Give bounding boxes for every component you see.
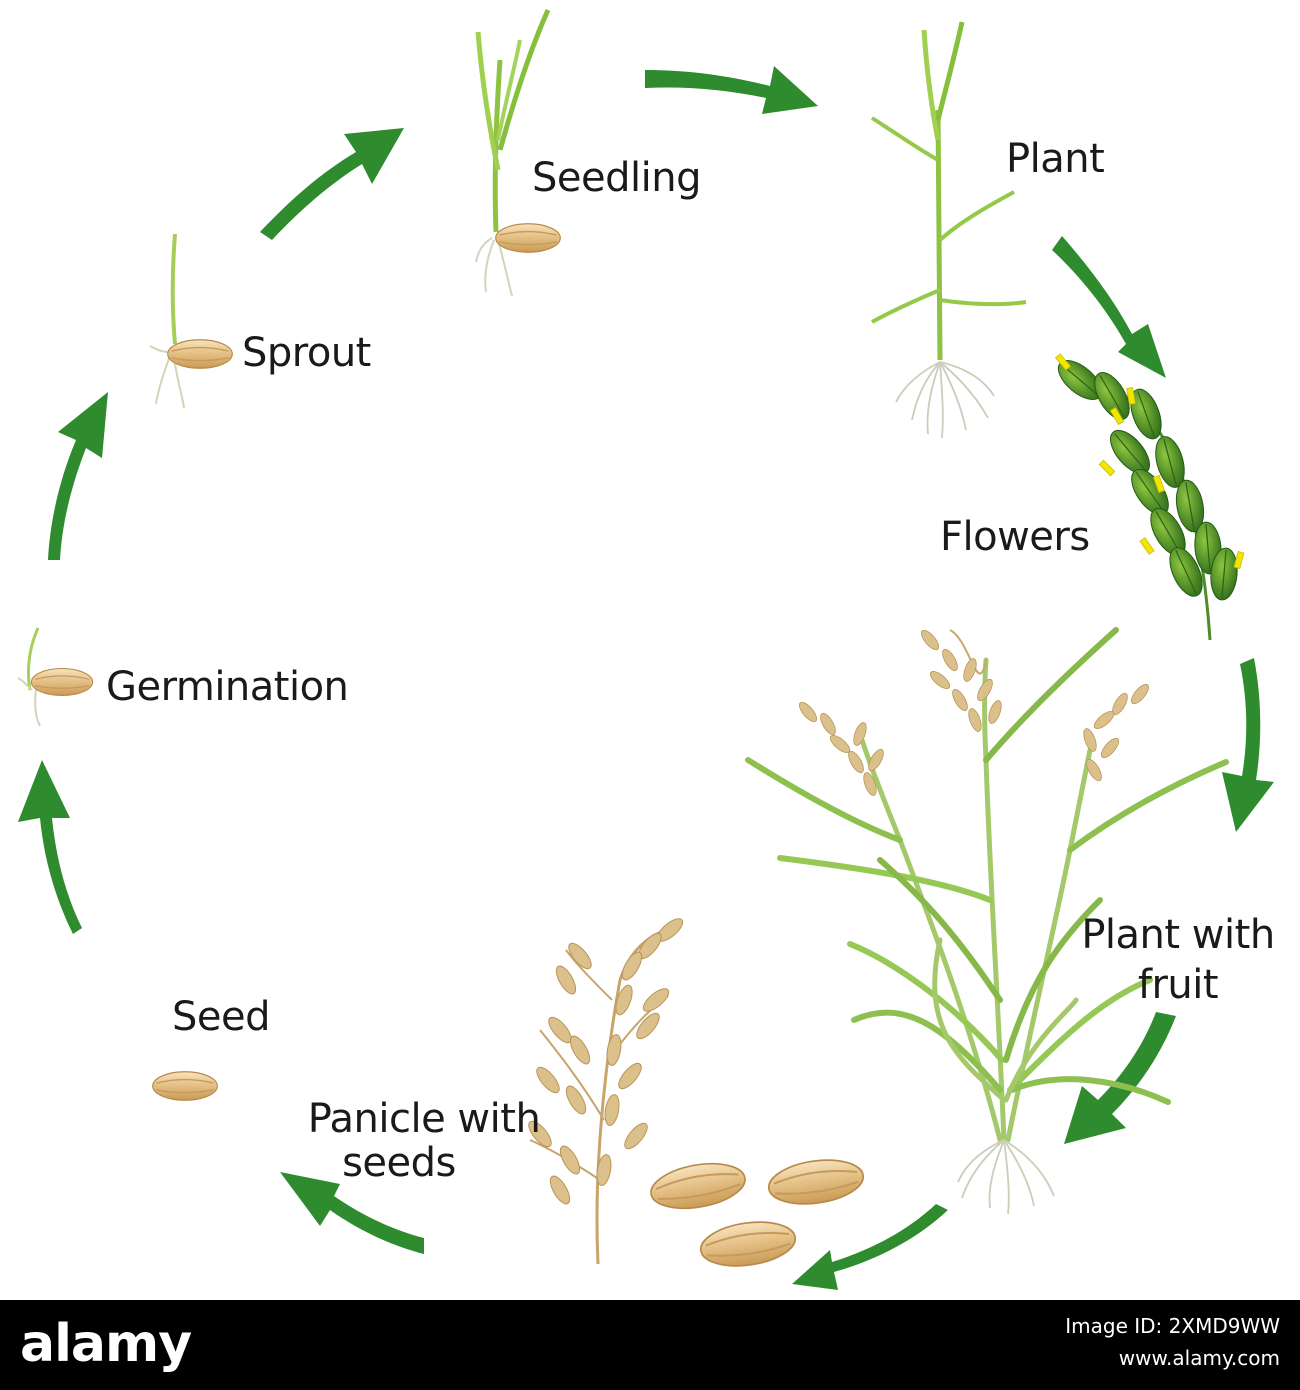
image-id: Image ID: 2XMD9WW xyxy=(1065,1314,1280,1338)
arrow-icon xyxy=(18,760,82,934)
flowers-illustration xyxy=(1051,352,1245,641)
plant-with-fruit-illustration xyxy=(745,627,1229,1215)
plant-illustration xyxy=(870,21,1027,439)
arrow-icon xyxy=(1064,1012,1176,1144)
watermark-footer: alamy Image ID: 2XMD9WW www.alamy.com xyxy=(0,1300,1300,1390)
arrow-icon xyxy=(645,66,818,114)
label-panicle-line1: Panicle with xyxy=(307,1096,541,1142)
arrow-icon xyxy=(1222,658,1274,832)
arrow-icon xyxy=(792,1204,948,1290)
arrow-icon xyxy=(260,128,404,240)
label-seed: Seed xyxy=(172,994,271,1040)
grain-panicle-center xyxy=(918,627,1005,734)
germination-illustration xyxy=(17,627,94,727)
label-plant: Plant xyxy=(1006,136,1105,182)
arrow-icon xyxy=(1052,236,1166,378)
alamy-logo: alamy xyxy=(20,1314,192,1374)
label-plant-with-fruit-line1: Plant with xyxy=(1081,912,1275,958)
label-seedling: Seedling xyxy=(532,155,701,201)
seedling-illustration xyxy=(475,8,561,297)
label-flowers: Flowers xyxy=(940,514,1090,560)
grain-panicle-left xyxy=(796,699,887,798)
seed-illustration xyxy=(152,1071,218,1101)
label-plant-with-fruit-line2: fruit xyxy=(1137,962,1219,1008)
arrow-icon xyxy=(48,392,108,560)
rice-grains xyxy=(646,1153,868,1273)
panicle-with-seeds-illustration xyxy=(524,914,868,1273)
diagram-illustration xyxy=(17,8,1274,1290)
cycle-arrows xyxy=(18,66,1274,1290)
site-url: www.alamy.com xyxy=(1118,1346,1280,1370)
life-cycle-diagram: Seed Germination Sprout Seedling Plant F… xyxy=(17,8,1276,1290)
label-sprout: Sprout xyxy=(242,330,371,376)
label-panicle-line2: seeds xyxy=(342,1140,456,1186)
sprout-illustration xyxy=(149,233,233,409)
arrow-icon xyxy=(280,1172,424,1254)
label-germination: Germination xyxy=(106,664,349,710)
grain-panicle-right xyxy=(1080,681,1152,784)
